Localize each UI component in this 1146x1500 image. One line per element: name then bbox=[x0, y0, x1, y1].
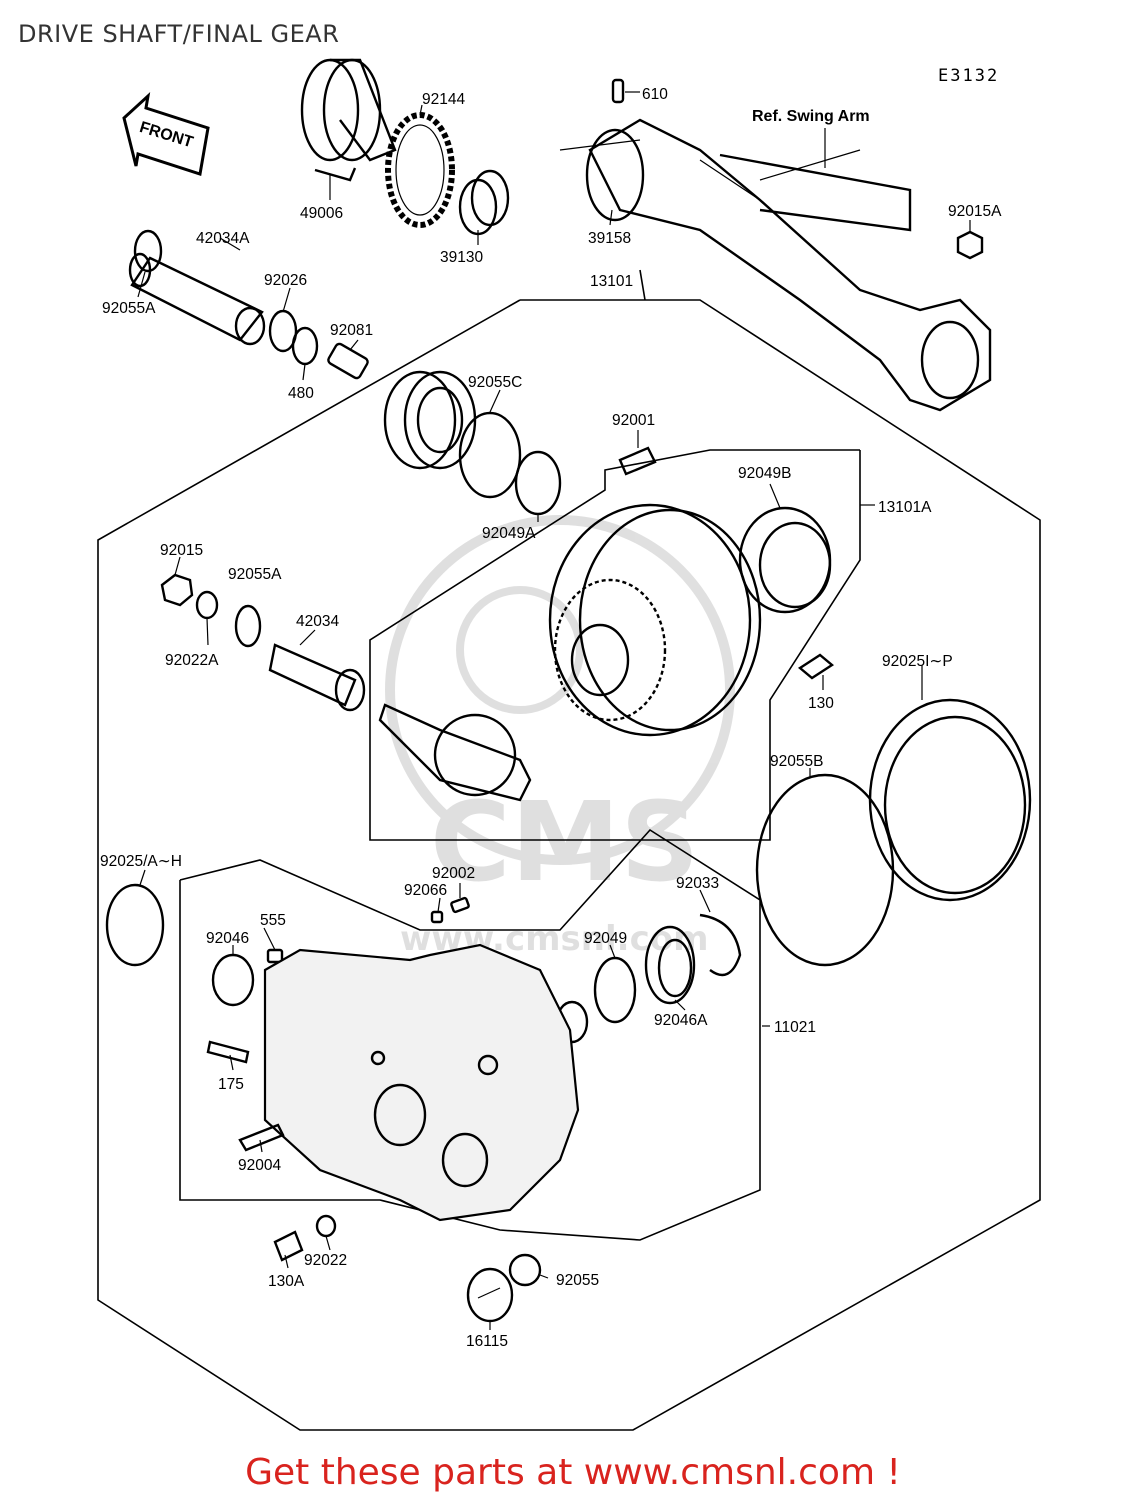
front-arrow: FRONT bbox=[122, 91, 210, 176]
sleeve-42034A bbox=[128, 252, 266, 346]
seal-92049A bbox=[514, 450, 562, 516]
label-480: 480 bbox=[288, 385, 314, 402]
label-49006: 49006 bbox=[300, 205, 343, 222]
label-92015: 92015 bbox=[160, 542, 203, 559]
label-130A: 130A bbox=[268, 1273, 305, 1290]
bearing-housing-13101 bbox=[383, 370, 477, 470]
spring-92081 bbox=[327, 342, 369, 380]
circlip-92033 bbox=[699, 913, 742, 977]
bushing-39130 bbox=[458, 169, 510, 236]
oring-92055A-top bbox=[133, 229, 163, 273]
label-92004: 92004 bbox=[238, 1157, 281, 1174]
label-92049B: 92049B bbox=[738, 465, 791, 482]
label-92025AH: 92025/A∼H bbox=[100, 853, 182, 870]
screw-92002 bbox=[450, 896, 470, 914]
vent-92004 bbox=[238, 1123, 285, 1152]
ring-gear-carrier-13101A bbox=[548, 503, 762, 737]
gear-case-11021 bbox=[263, 943, 580, 1222]
bearing-92046 bbox=[211, 953, 255, 1007]
leader-lines bbox=[137, 91, 971, 1330]
shim-92025AH bbox=[105, 883, 165, 967]
pinion-gear bbox=[378, 703, 532, 802]
pin-92066 bbox=[430, 910, 444, 924]
circlip-480 bbox=[291, 326, 319, 366]
label-39130: 39130 bbox=[440, 249, 483, 266]
label-610: 610 bbox=[642, 86, 668, 103]
pin-555 bbox=[266, 948, 284, 964]
nut-92015 bbox=[160, 573, 194, 607]
seal-92049 bbox=[593, 956, 637, 1024]
label-92066: 92066 bbox=[404, 882, 447, 899]
label-11021: 11021 bbox=[774, 1019, 816, 1036]
label-130: 130 bbox=[808, 695, 834, 712]
diagram-code: E3132 bbox=[938, 66, 1000, 86]
label-555: 555 bbox=[260, 912, 286, 929]
assembly-dashed-outline bbox=[97, 269, 1041, 1431]
label-42034A: 42034A bbox=[196, 230, 250, 247]
label-13101A: 13101A bbox=[878, 499, 932, 516]
bolt-130 bbox=[797, 653, 835, 680]
label-92025IP: 92025I∼P bbox=[882, 653, 953, 670]
bolt-92001 bbox=[618, 446, 657, 476]
oring-92055A-mid bbox=[234, 604, 262, 648]
label-92022: 92022 bbox=[304, 1252, 347, 1269]
washer-92022 bbox=[315, 1214, 337, 1238]
pin-610 bbox=[611, 78, 625, 104]
label-13101: 13101 bbox=[590, 273, 633, 290]
swing-arm bbox=[559, 118, 992, 412]
label-16115: 16115 bbox=[466, 1333, 508, 1350]
label-92049A: 92049A bbox=[482, 525, 536, 542]
label-92026: 92026 bbox=[264, 272, 307, 289]
washer-92022A bbox=[195, 590, 219, 620]
label-92055B: 92055B bbox=[770, 753, 823, 770]
label-92055A-mid: 92055A bbox=[228, 566, 282, 583]
svg-text:CMS: CMS bbox=[430, 778, 699, 906]
bearing-42034 bbox=[268, 643, 366, 712]
label-92022A: 92022A bbox=[165, 652, 219, 669]
page-title: DRIVE SHAFT/FINAL GEAR bbox=[18, 20, 340, 48]
grease-fitting-92015A bbox=[956, 230, 984, 260]
filler-cap-16115 bbox=[466, 1267, 514, 1323]
label-92144: 92144 bbox=[422, 91, 465, 108]
label-92055: 92055 bbox=[556, 1272, 599, 1289]
label-92033: 92033 bbox=[676, 875, 719, 892]
circlip-92144 bbox=[385, 112, 455, 228]
label-92046: 92046 bbox=[206, 930, 249, 947]
oring-92055C bbox=[458, 411, 522, 499]
drain-bolt-130A bbox=[273, 1230, 304, 1262]
label-42034: 42034 bbox=[296, 613, 339, 630]
bearing-92046A bbox=[644, 925, 696, 1005]
label-92055A-top: 92055A bbox=[102, 300, 156, 317]
label-92001: 92001 bbox=[612, 412, 655, 429]
label-39158: 39158 bbox=[588, 230, 631, 247]
ref-swing-arm-label: Ref. Swing Arm bbox=[752, 108, 870, 125]
label-92002: 92002 bbox=[432, 865, 475, 882]
universal-joint bbox=[300, 58, 397, 182]
exploded-parts-diagram: CMS www.cmsnl.com FRONT bbox=[97, 58, 1041, 1431]
label-175: 175 bbox=[218, 1076, 244, 1093]
stud-175 bbox=[206, 1040, 250, 1064]
footer-promo-link[interactable]: Get these parts at www.cmsnl.com ! bbox=[245, 1452, 901, 1493]
label-92081: 92081 bbox=[330, 322, 373, 339]
oring-92055 bbox=[508, 1253, 542, 1287]
label-92015A: 92015A bbox=[948, 203, 1002, 220]
seal-92049B bbox=[738, 506, 832, 614]
label-92046A: 92046A bbox=[654, 1012, 708, 1029]
label-92049: 92049 bbox=[584, 930, 627, 947]
label-92055C: 92055C bbox=[468, 374, 522, 391]
oring-92055B bbox=[755, 773, 895, 967]
